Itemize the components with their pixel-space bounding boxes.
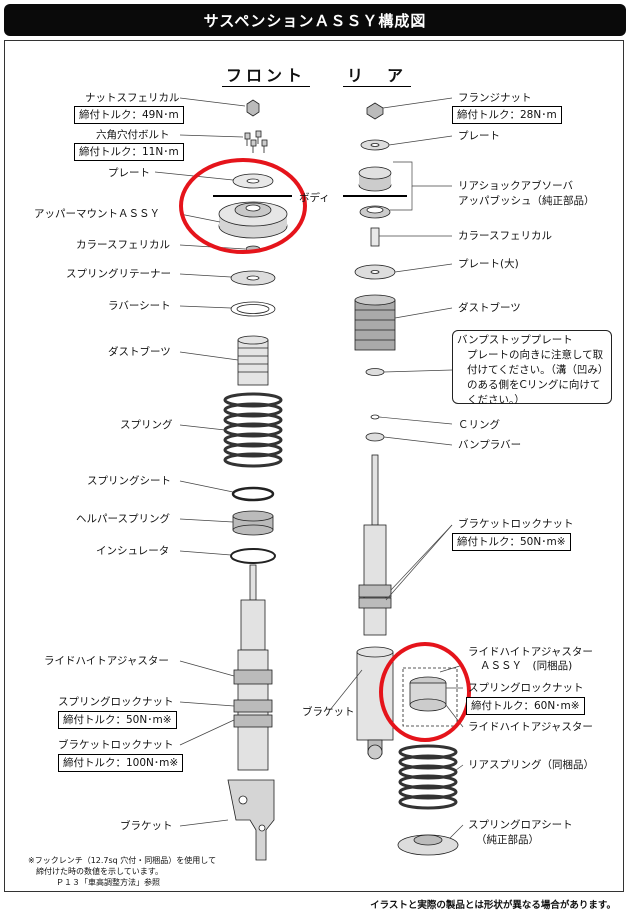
rear-flange-nut-shape <box>366 102 384 120</box>
page-header: サスペンションＡＳＳＹ構成図 <box>4 4 626 36</box>
rear-dust-boot-shape <box>354 294 396 351</box>
rear-bump-rubber-shape <box>365 432 385 442</box>
front-spring-lock-nut-label: スプリングロックナット <box>58 696 174 708</box>
rear-bracket-label: ブラケット <box>302 706 355 718</box>
front-bracket-lock-torque: 締付トルク：100N･m※ <box>58 754 184 772</box>
rear-ride-height-assy-label-2: ＡＳＳＹ (同梱品) <box>480 660 573 672</box>
rear-spring-label: リアスプリング（同梱品） <box>468 759 594 771</box>
rear-adjuster-highlight <box>379 642 471 742</box>
rear-shock-body-shape <box>358 454 392 636</box>
front-upper-mount-label: アッパーマウントＡＳＳＹ <box>34 208 160 220</box>
page-title: サスペンションＡＳＳＹ構成図 <box>203 11 427 30</box>
bump-stop-plate-note: プレートの向きに注意して取付けてください。（溝（凹み）のある側をCリングに向けて… <box>467 349 604 406</box>
rear-plate-large-label: プレート(大) <box>458 258 519 270</box>
rear-upper-bush-shape <box>358 166 392 219</box>
front-bracket-lock-nut-label: ブラケットロックナット <box>58 739 174 751</box>
rear-bracket-shape <box>356 646 394 760</box>
rear-dust-boot-label: ダストブーツ <box>458 302 521 314</box>
rear-ride-height-assy-label-1: ライドハイトアジャスター <box>468 646 593 658</box>
footnote-line-2: 締付けた時の数値を示しています。 <box>36 867 163 876</box>
front-column-title: フロント <box>222 62 311 87</box>
rear-c-ring-label: Ｃリング <box>458 419 500 431</box>
diagram-frame <box>4 40 624 892</box>
rear-bracket-lock-nut-label: ブラケットロックナット <box>458 518 574 530</box>
front-plate-label: プレート <box>108 167 150 179</box>
front-dust-boot-shape <box>237 335 269 386</box>
rear-plate-label: プレート <box>458 130 500 142</box>
rear-spring-lock-nut-label: スプリングロックナット <box>468 682 584 694</box>
front-nut-spherical-label: ナットスフェリカル <box>85 92 180 104</box>
footnote-line-3: Ｐ１３「車高調整方法」参照 <box>56 878 160 887</box>
rear-ride-height-label: ライドハイトアジャスター <box>468 721 593 733</box>
front-bolt-torque: 締付トルク：11N･m <box>74 143 184 161</box>
rear-assy-dashed-box <box>402 667 458 727</box>
torque-footnote: ※フックレンチ（12.7sq 穴付・同梱品）を使用して 締付けた時の数値を示して… <box>28 855 216 888</box>
rear-bump-rubber-label: バンプラバー <box>458 439 522 451</box>
leader-lines <box>154 97 464 839</box>
rear-flange-torque: 締付トルク：28N･m <box>452 106 562 124</box>
front-spring-seat-shape <box>231 486 275 502</box>
rear-collar-shape <box>370 227 380 247</box>
rear-column-title: リ ア <box>343 62 412 87</box>
rear-shock-bush-label-2: アッパブッシュ（純正部品） <box>458 195 595 207</box>
front-spring-label: スプリング <box>120 419 173 431</box>
footnote-line-1: ※フックレンチ（12.7sq 穴付・同梱品）を使用して <box>28 856 217 865</box>
front-rubber-seat-label: ラバーシート <box>108 300 171 312</box>
rear-c-ring-shape <box>370 414 380 420</box>
front-bracket-label: ブラケット <box>120 820 173 832</box>
disclaimer-note: イラストと実際の製品とは形状が異なる場合があります。 <box>370 900 616 911</box>
front-spring-seat-label: スプリングシート <box>87 475 171 487</box>
front-dust-boot-label: ダストブーツ <box>108 346 171 358</box>
rear-lower-seat-label-2: （純正部品） <box>476 834 539 846</box>
rear-ride-height-assy-shape <box>409 676 447 712</box>
front-nut-torque: 締付トルク：49N･m <box>74 106 184 124</box>
front-upper-mount-highlight <box>179 158 307 254</box>
front-helper-spring-label: ヘルパースプリング <box>76 513 170 525</box>
rear-bump-plate-shape <box>365 368 385 376</box>
front-bracket-shape <box>227 779 275 861</box>
rear-flange-nut-label: フランジナット <box>458 92 532 104</box>
highlight-circles <box>179 158 471 742</box>
rear-spring-shape <box>398 744 458 810</box>
front-nut-spherical-shape <box>246 99 260 117</box>
rear-collar-spherical-label: カラースフェリカル <box>458 230 552 242</box>
front-hex-bolts-shape <box>244 130 268 153</box>
front-insulator-shape <box>230 548 276 564</box>
front-spring-retainer-label: スプリングリテーナー <box>66 268 171 280</box>
rear-bracket-lock-torque: 締付トルク：50N･m※ <box>452 533 571 551</box>
bump-stop-plate-title: バンプストッププレート <box>457 334 573 346</box>
rear-shock-bush-label-1: リアショックアブソーバ <box>458 180 573 192</box>
front-collar-spherical-label: カラースフェリカル <box>76 239 170 251</box>
rear-spring-lock-torque: 締付トルク：60N･m※ <box>466 697 585 715</box>
rear-lower-seat-label-1: スプリングロアシート <box>468 819 573 831</box>
front-helper-spring-shape <box>232 510 274 536</box>
front-shock-body-shape <box>233 564 273 771</box>
front-spring-lock-torque: 締付トルク：50N･m※ <box>58 711 177 729</box>
front-hex-bolt-label: 六角穴付ボルト <box>96 129 170 141</box>
front-ride-height-label: ライドハイトアジャスター <box>44 655 169 667</box>
front-spring-shape <box>223 392 283 468</box>
front-insulator-label: インシュレータ <box>96 545 170 557</box>
front-upper-mount-shape <box>218 201 288 239</box>
bump-stop-note-box: バンプストッププレート プレートの向きに注意して取付けてください。（溝（凹み）の… <box>452 330 612 406</box>
body-label: ボディ <box>299 192 330 204</box>
rear-lower-seat-shape <box>397 834 459 856</box>
